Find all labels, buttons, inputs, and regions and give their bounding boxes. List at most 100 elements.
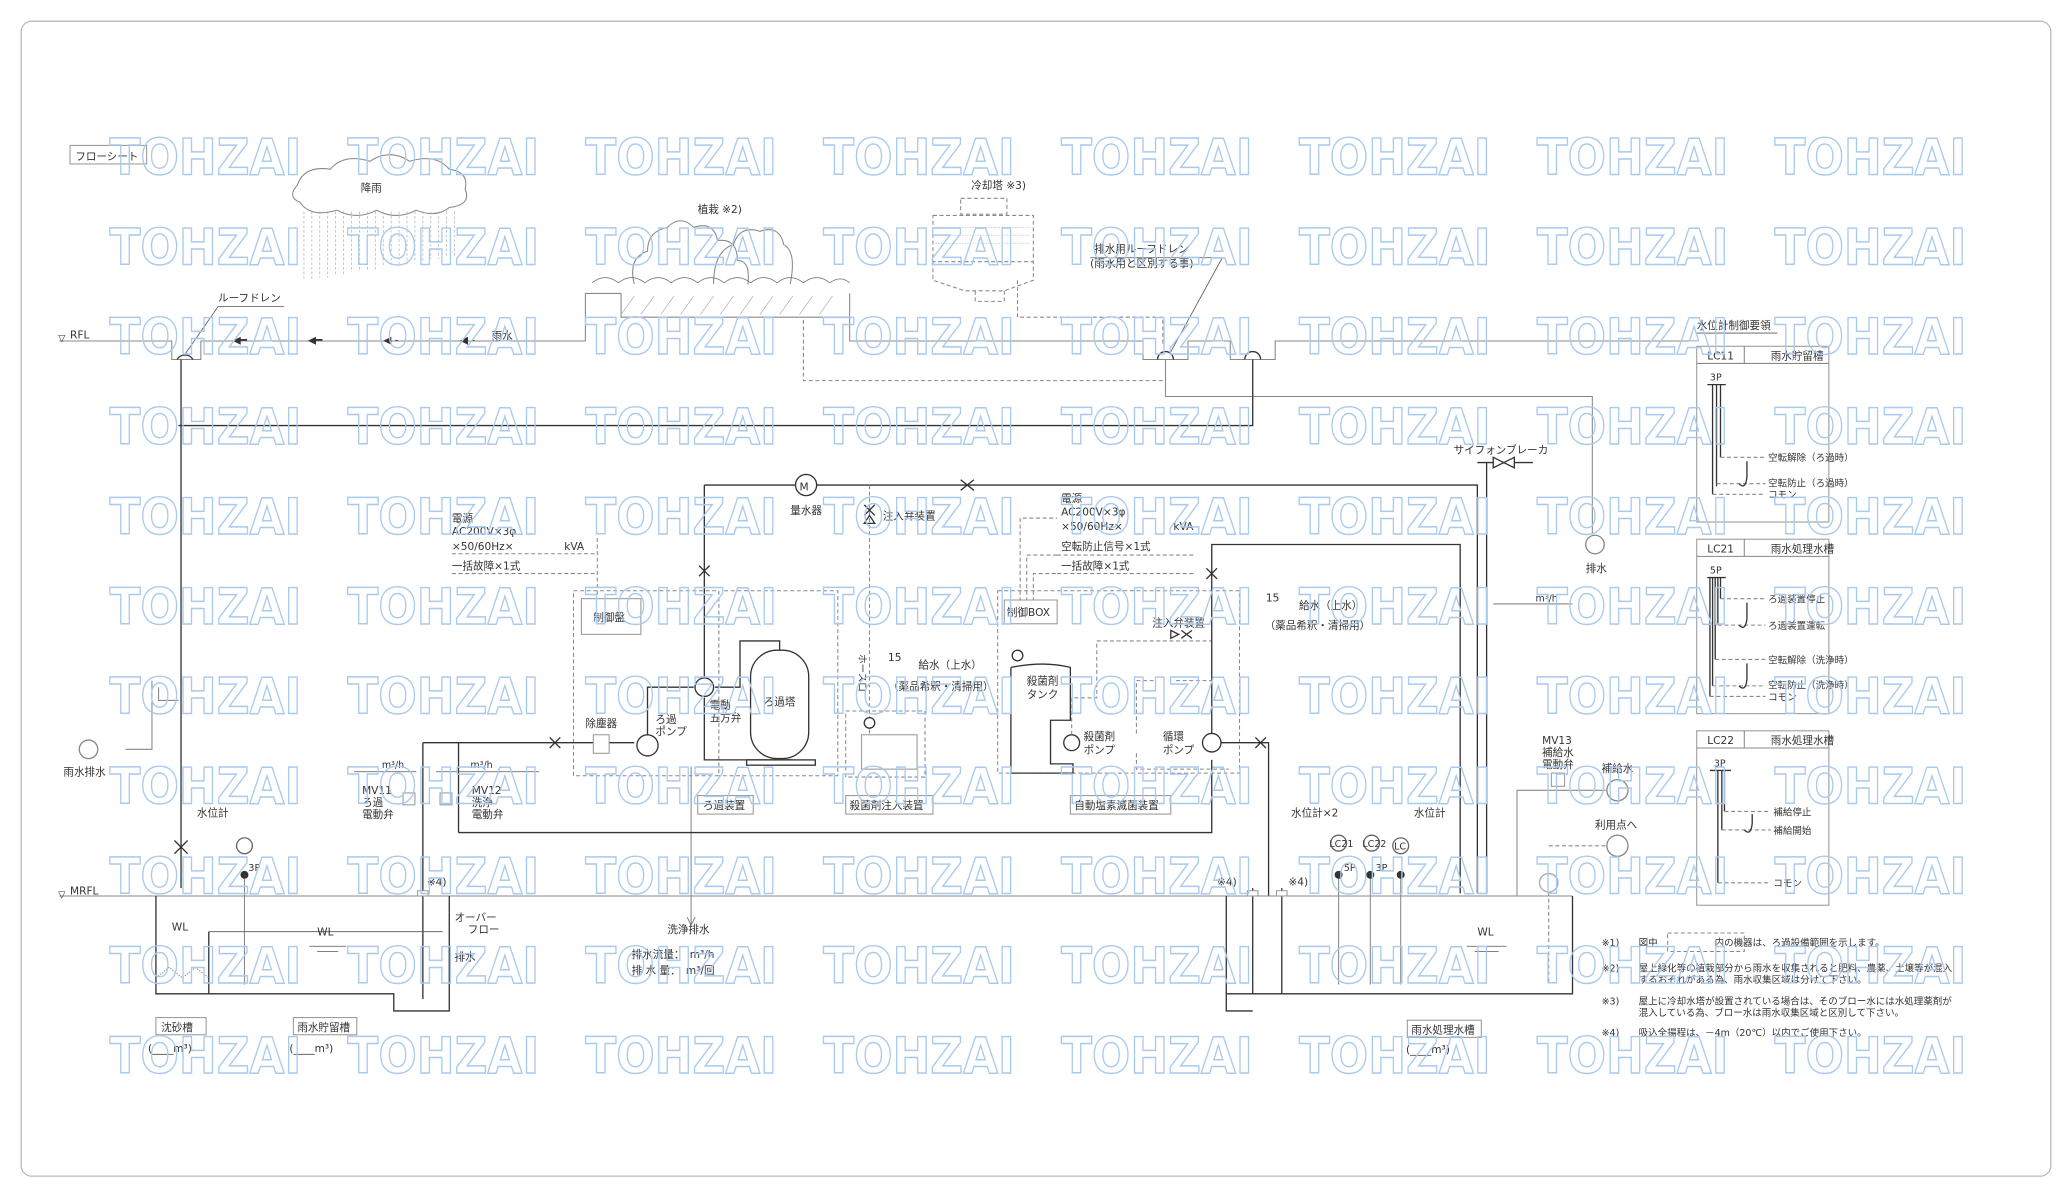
note-mark: ※2) <box>1602 963 1620 974</box>
watermark-text: TOHZAI <box>348 577 540 636</box>
filter-unit-boundary <box>572 590 720 777</box>
lc11-panel: LC11 雨水貯留槽 3P 空転解除（ろ過時） 空転防止（ろ過時） コモン <box>1696 345 1854 523</box>
panel-item: 空転防止（洗浄時） <box>1768 680 1854 692</box>
note-mark: ※3) <box>1602 996 1620 1007</box>
watermark-text: TOHZAI <box>585 757 777 816</box>
drain-label: 排水 <box>1586 562 1608 575</box>
watermark-text: TOHZAI <box>110 487 302 546</box>
right-lower: ※4) ※4) 水位計×2 水位計 LC21 LC22 LC 5P 3P WL … <box>1217 534 1638 1056</box>
watermark-text: TOHZAI <box>348 128 540 187</box>
injection-unit: 注入弁装置 ホース口 15 給水（上水） （薬品希釈・清掃用） 殺菌剤注入装置 <box>845 485 994 815</box>
rfl-label: RFL <box>70 329 89 341</box>
note4-marker: ※4) <box>1217 876 1237 888</box>
rain-cloud-icon <box>292 154 468 281</box>
watermark-text: TOHZAI <box>1775 1026 1967 1085</box>
storage-tank-label: 雨水貯留槽 <box>297 1021 350 1034</box>
fault-signal-label: 一括故障×1式 <box>1061 560 1130 573</box>
dust-remover-icon <box>592 734 610 754</box>
watermark-text: TOHZAI <box>110 1026 302 1085</box>
power-kva: kVA <box>1173 521 1194 533</box>
watermark-text: TOHZAI <box>585 936 777 995</box>
chlorination-unit-label-box <box>1069 795 1172 815</box>
watermark-text: TOHZAI <box>110 577 302 636</box>
filter-tower-icon <box>749 649 810 760</box>
gate-valve-icon <box>960 479 975 491</box>
flow-unit-label: m³/h <box>470 760 492 771</box>
control-box-label: 制御BOX <box>1007 606 1050 619</box>
level-meters-label: 水位計×2 <box>1291 807 1338 820</box>
arrow-left-icon: ◀━ <box>308 335 323 347</box>
watermark-text: TOHZAI <box>585 577 777 636</box>
watermark-text: TOHZAI <box>585 397 777 456</box>
panel-tank: 雨水貯留槽 <box>1771 350 1824 363</box>
probe-icon <box>240 870 249 879</box>
watermark-text: TOHZAI <box>1537 397 1729 456</box>
power-spec: AC200V×3φ <box>1061 506 1125 518</box>
circulation-pump-icon <box>1201 732 1222 753</box>
watermark-text: TOHZAI <box>1061 128 1253 187</box>
watermark-text: TOHZAI <box>1299 936 1491 995</box>
watermark-text: TOHZAI <box>585 307 777 366</box>
watermark-text: TOHZAI <box>110 757 302 816</box>
makeup-water-icon <box>1606 779 1629 802</box>
watermark-text: TOHZAI <box>348 936 540 995</box>
note-mark: ※1) <box>1602 938 1620 949</box>
injection-valve-label: 注入弁装置 <box>1152 616 1205 629</box>
rain-drain-icon <box>78 739 99 760</box>
note-text: 吸込全揚程は、－4m（20℃）以内でご使用下さい。 <box>1639 1027 1867 1039</box>
watermark-text: TOHZAI <box>348 667 540 726</box>
watermark-text: TOHZAI <box>348 217 540 276</box>
drain-volume-label: 排 水 量： m³/回 <box>632 964 715 977</box>
main-piping: M 量水器 サイフォンブレーカ <box>704 443 1548 894</box>
panel-tank: 雨水処理水槽 <box>1771 542 1835 555</box>
watermark-text: TOHZAI <box>1061 397 1253 456</box>
mv12-motor-valve-icon <box>439 792 453 806</box>
fault-signal-label: 一括故障×1式 <box>452 560 521 573</box>
drain-roof-drain-label: 排水用ルーフドレン <box>1094 242 1188 255</box>
supply-size: 15 <box>888 652 901 664</box>
mv11-label-2: ろ過 <box>362 797 384 809</box>
watermark-text: TOHZAI <box>823 487 1015 546</box>
panel-item: コモン <box>1768 490 1797 501</box>
watermark-text: TOHZAI <box>1775 936 1967 995</box>
watermark-text: TOHZAI <box>585 1026 777 1085</box>
lc21-label: LC21 <box>1329 839 1353 850</box>
watermark-text: TOHZAI <box>585 846 777 905</box>
watermark-text: TOHZAI <box>823 128 1015 187</box>
mv13-label: MV13 <box>1542 735 1572 747</box>
supply-note: （薬品希釈・清掃用） <box>888 680 994 693</box>
siphon-breaker-icon <box>1477 456 1533 469</box>
panel-item: コモン <box>1768 692 1797 703</box>
level-meter-label: 水位計 <box>1414 807 1446 820</box>
mv13-label-3: 電動弁 <box>1542 758 1574 771</box>
watermark-text: TOHZAI <box>348 397 540 456</box>
watermark-text: TOHZAI <box>823 846 1015 905</box>
drain-label: 排水 <box>455 951 477 964</box>
water-meter-label: 量水器 <box>790 505 822 517</box>
panel-item: ろ過装置運転 <box>1768 620 1826 632</box>
tank-label: 殺菌剤 <box>1027 675 1059 688</box>
power-frequency: ×50/60Hz× <box>1061 521 1123 533</box>
filter-tower-label: ろ過塔 <box>764 696 796 709</box>
water-meter-symbol: M <box>799 481 808 493</box>
wl-label: WL <box>172 921 188 933</box>
watermark-text: TOHZAI <box>1061 577 1253 636</box>
filter-pump-label-2: ポンプ <box>655 726 687 738</box>
mv13-motor-valve-icon <box>1550 772 1566 787</box>
drain-flow-label: 排水流量： m³/h <box>632 948 715 961</box>
watermark-text: TOHZAI <box>823 757 1015 816</box>
drain-icon <box>1585 534 1605 555</box>
tank-level-sensor-icon <box>1011 649 1024 662</box>
panel-item: 空転解除（洗浄時） <box>1768 654 1854 666</box>
control-panel-box <box>580 598 642 635</box>
note4-marker: ※4) <box>427 876 447 888</box>
circulation-pump-label-2: ポンプ <box>1163 744 1195 756</box>
watermark-text: TOHZAI <box>1299 577 1491 636</box>
watermark-text: TOHZAI <box>1775 128 1967 187</box>
arrow-left-icon: ◀━ <box>233 335 248 347</box>
filter-pump-icon <box>636 734 659 757</box>
panel-probe: 5P <box>1710 566 1722 577</box>
left-lower: 雨水排水 m³/h m³/h MV11 ろ過 電動弁 MV12 洗浄 電動弁 水… <box>58 680 1573 1055</box>
watermark-text: TOHZAI <box>1775 667 1967 726</box>
note-text: 混入している為、ブロー水は雨水収集区域と区別して下さい。 <box>1639 1007 1904 1019</box>
